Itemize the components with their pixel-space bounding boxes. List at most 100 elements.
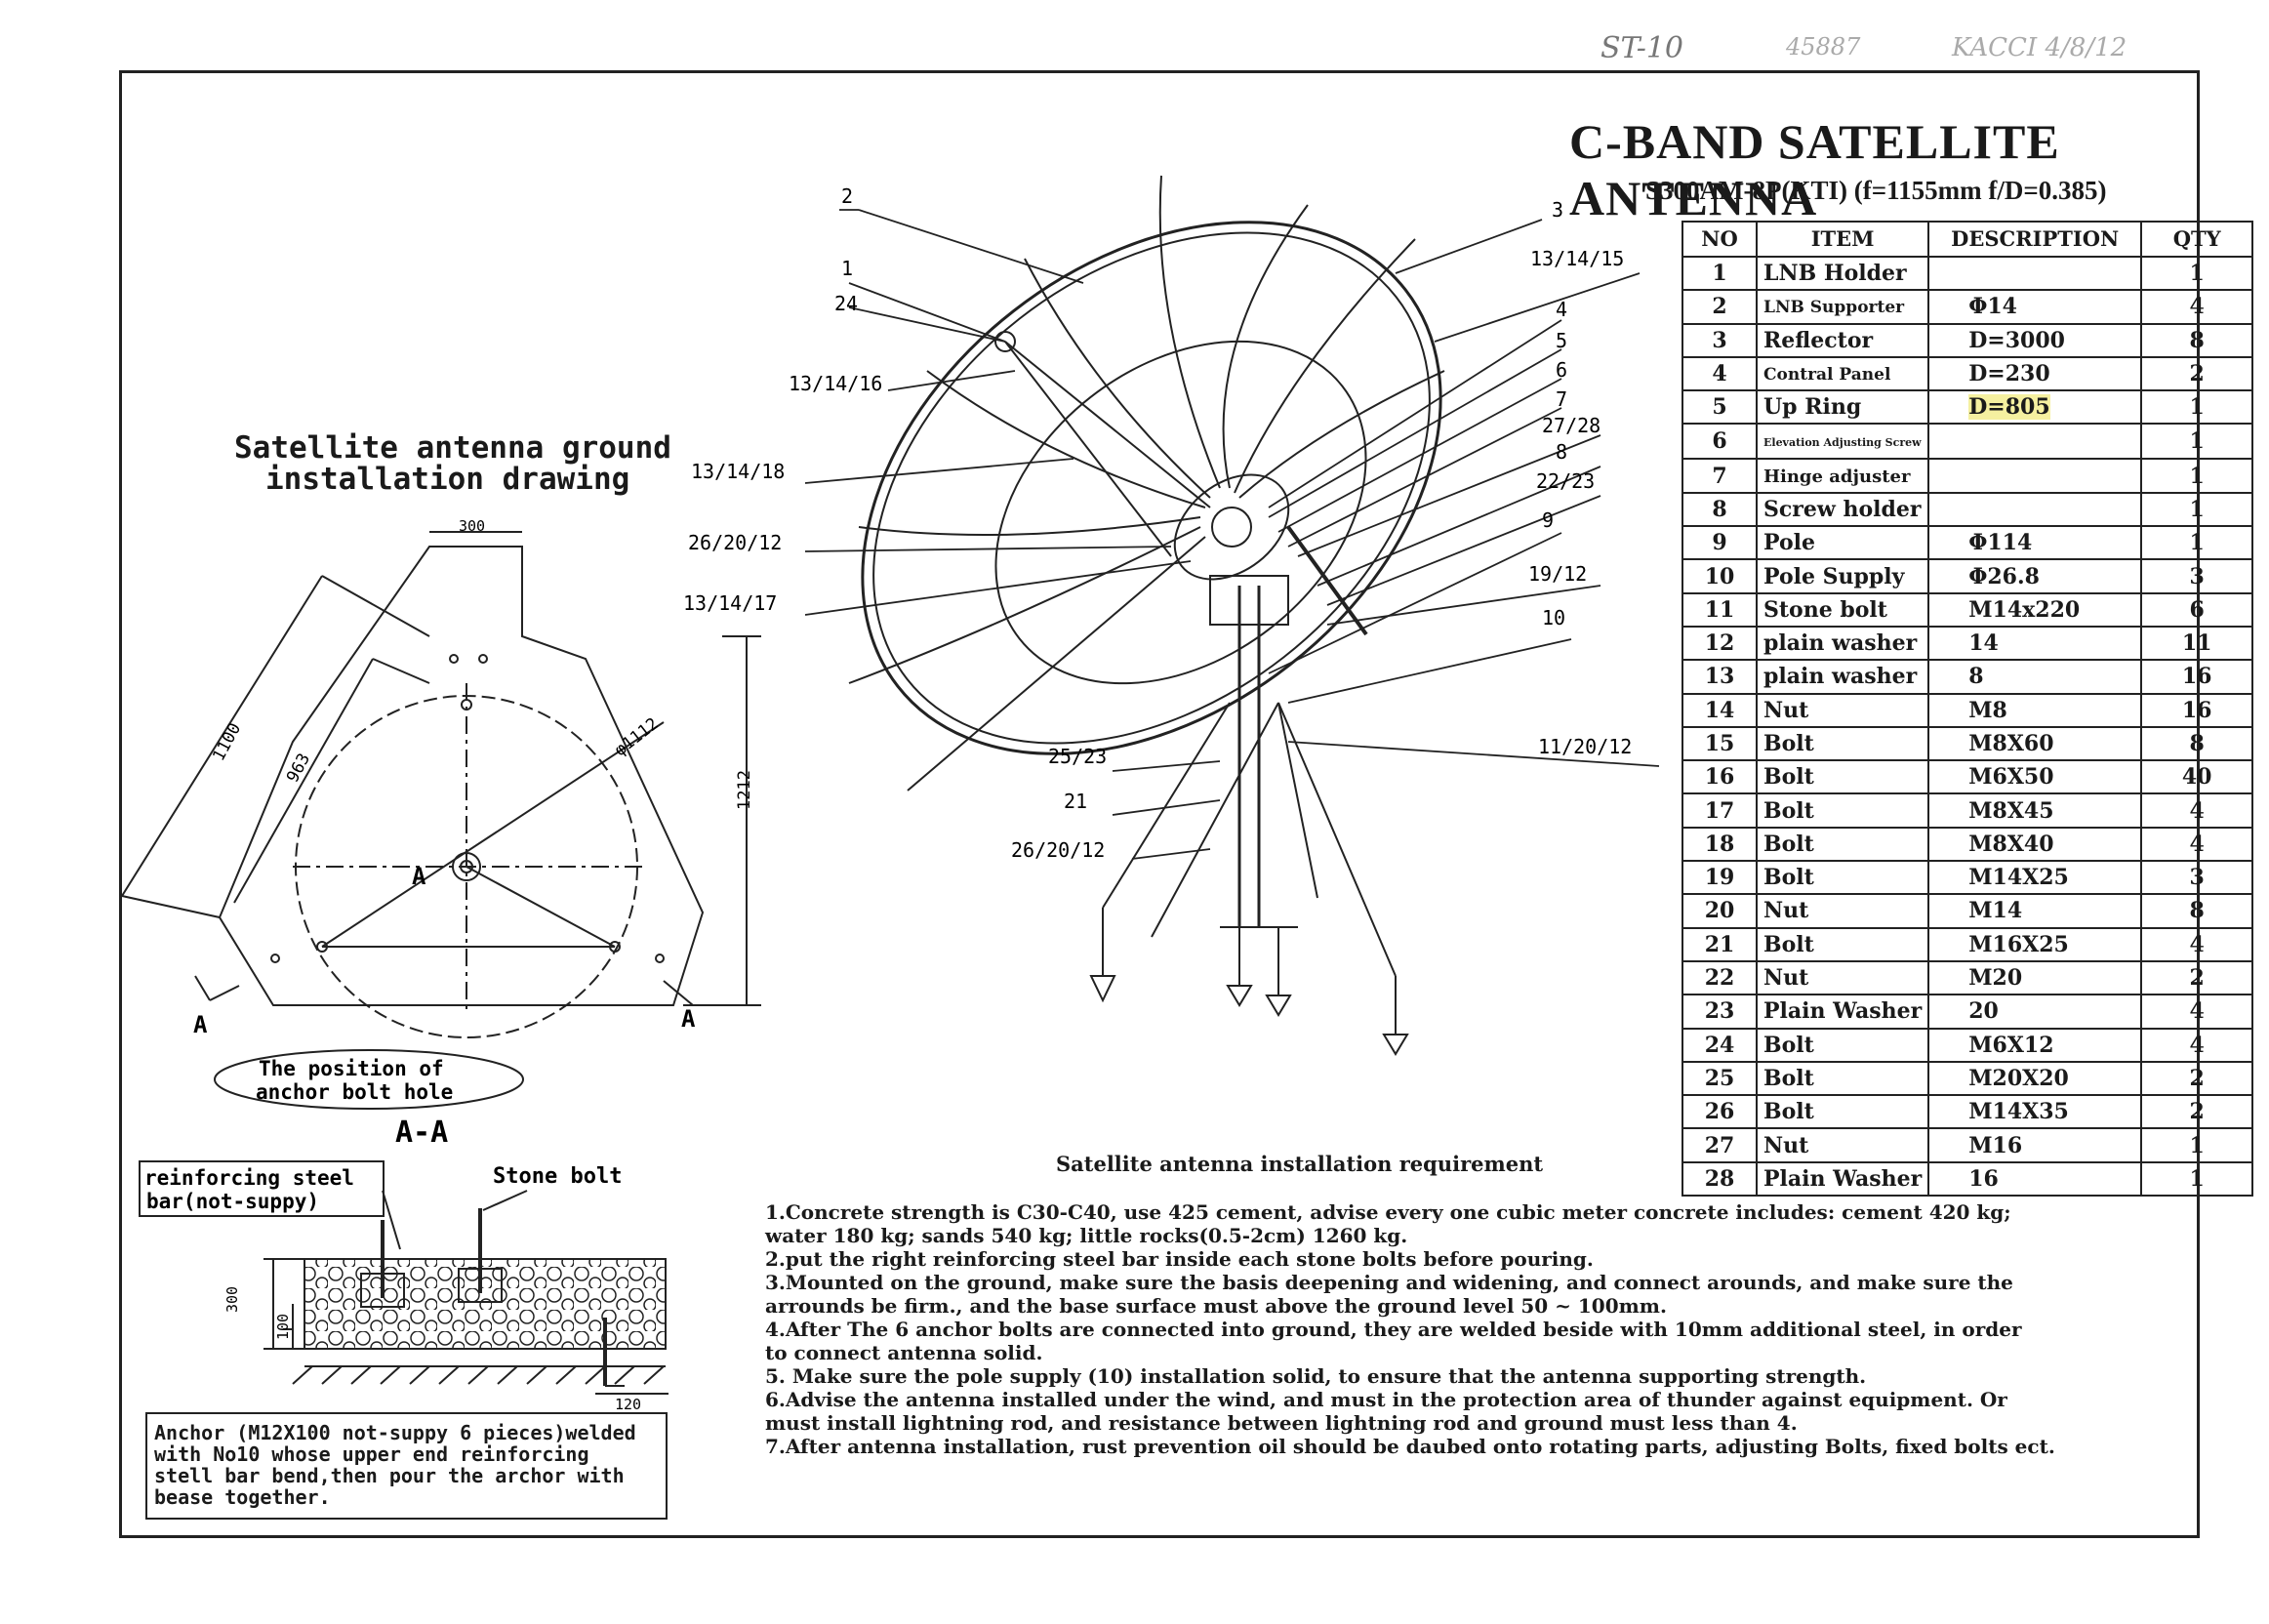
handwritten-note-date: KACCI 4/8/12: [1952, 33, 2127, 62]
stone-bolt-label: Stone bolt: [493, 1164, 622, 1189]
callout-19-12: 19/12: [1528, 562, 1587, 586]
callout-9: 9: [1542, 508, 1554, 532]
part-item-text: Bolt: [1763, 865, 1814, 891]
part-item: Stone bolt: [1755, 591, 1930, 628]
callout-5: 5: [1556, 329, 1567, 352]
part-qty: 8: [2140, 893, 2254, 929]
part-qty-text: 1: [2189, 261, 2205, 287]
part-number-text: 20: [1704, 898, 1735, 924]
part-qty-text: 1: [2189, 1132, 2205, 1158]
part-description: M8X45: [1927, 792, 2143, 829]
part-qty-text: 2: [2189, 965, 2205, 992]
part-description: 14: [1927, 625, 2143, 662]
part-qty: 8: [2140, 725, 2254, 762]
part-number-text: 17: [1704, 797, 1735, 824]
part-description-text: M16: [1968, 1132, 2023, 1158]
part-item: Plain Washer: [1755, 1160, 1930, 1198]
part-qty: 16: [2140, 659, 2254, 695]
part-qty-text: 16: [2181, 664, 2212, 690]
section-a-a-label: A-A: [395, 1116, 448, 1142]
callout-24: 24: [834, 292, 858, 315]
ground-drawing-heading-line1: Satellite antenna ground: [234, 430, 671, 466]
callout-13-14-17: 13/14/17: [683, 591, 777, 615]
part-description: 8: [1927, 659, 2143, 695]
part-number-text: 18: [1704, 831, 1735, 857]
callout-22-23: 22/23: [1536, 469, 1595, 493]
callout-4: 4: [1556, 298, 1567, 321]
ground-plan-drawing: 300 1100 963 φ1112 1212 A A A The positi…: [121, 517, 761, 1142]
part-description: M14x220: [1927, 591, 2143, 628]
part-qty-text: 2: [2189, 1099, 2205, 1125]
part-qty-text: 16: [2181, 697, 2212, 723]
part-description-text: M6X50: [1968, 764, 2054, 791]
requirement-item: 5. Make sure the pole supply (10) instal…: [765, 1364, 1867, 1388]
part-description: Φ114: [1927, 525, 2143, 561]
part-qty-text: 4: [2189, 931, 2205, 957]
part-description-text: Φ26.8: [1968, 563, 2040, 589]
part-item-text: Bolt: [1763, 1032, 1814, 1058]
part-number: 21: [1681, 926, 1758, 962]
part-item-text: Reflector: [1763, 327, 1874, 353]
part-qty-text: 8: [2189, 327, 2205, 353]
part-item: Bolt: [1755, 1027, 1930, 1063]
part-description: M14: [1927, 893, 2143, 929]
part-number-text: 14: [1704, 697, 1735, 723]
part-number: 1: [1681, 255, 1758, 292]
part-item-text: Nut: [1763, 697, 1809, 723]
part-qty-text: 4: [2189, 831, 2205, 857]
anchor-note-line: with No10 whose upper end reinforcing: [154, 1442, 589, 1466]
part-number: 24: [1681, 1027, 1758, 1063]
handwritten-note-number: 45887: [1786, 33, 1861, 61]
parts-table-header: NO ITEM DESCRIPTION QTY: [1681, 221, 2254, 258]
part-item: LNB Supporter: [1755, 289, 1930, 325]
part-item-text: Up Ring: [1763, 394, 1862, 421]
part-description: Φ14: [1927, 289, 2143, 325]
part-description-text: M6X12: [1968, 1032, 2054, 1058]
anchor-note: Anchor (M12X100 not-suppy 6 pieces)welde…: [154, 1422, 667, 1508]
part-item-text: Nut: [1763, 1132, 1809, 1158]
part-number: 3: [1681, 322, 1758, 358]
part-qty: 1: [2140, 491, 2254, 528]
part-qty: 1: [2140, 458, 2254, 494]
part-qty: 1: [2140, 1127, 2254, 1163]
requirement-item: 3.Mounted on the ground, make sure the b…: [765, 1271, 2013, 1318]
requirement-item: 6.Advise the antenna installed under the…: [765, 1388, 2007, 1435]
part-qty-text: 1: [2189, 530, 2205, 556]
part-description-text: M20: [1968, 965, 2023, 992]
part-qty: 2: [2140, 1060, 2254, 1097]
part-number: 8: [1681, 491, 1758, 528]
part-description: M14X35: [1927, 1094, 2143, 1130]
part-description-text: D=230: [1968, 361, 2050, 387]
section-mark-a-center: A: [412, 863, 426, 890]
part-description: [1927, 491, 2143, 528]
dim-300-section-label: 300: [223, 1286, 241, 1313]
part-qty-text: 3: [2189, 865, 2205, 891]
callout-26-20-12: 26/20/12: [688, 531, 782, 554]
part-qty-text: 4: [2189, 998, 2205, 1025]
part-qty: 3: [2140, 860, 2254, 896]
part-number-text: 9: [1712, 530, 1727, 556]
part-description-text: M14: [1968, 898, 2023, 924]
part-number: 25: [1681, 1060, 1758, 1097]
part-description: M20: [1927, 959, 2143, 996]
part-qty: 4: [2140, 994, 2254, 1030]
drawing-title: C-BAND SATELLITE ANTENNA: [1569, 114, 2060, 225]
part-item-text: Nut: [1763, 898, 1809, 924]
part-item-text: Bolt: [1763, 764, 1814, 791]
requirement-item: 1.Concrete strength is C30-C40, use 425 …: [765, 1200, 2011, 1247]
part-number-text: 6: [1712, 428, 1727, 455]
part-item-text: Bolt: [1763, 1099, 1814, 1125]
dim-100-left-label: 100: [274, 1314, 292, 1340]
part-qty-text: 1: [2189, 1165, 2205, 1192]
part-qty: 1: [2140, 389, 2254, 426]
part-number: 4: [1681, 355, 1758, 392]
part-number: 20: [1681, 893, 1758, 929]
